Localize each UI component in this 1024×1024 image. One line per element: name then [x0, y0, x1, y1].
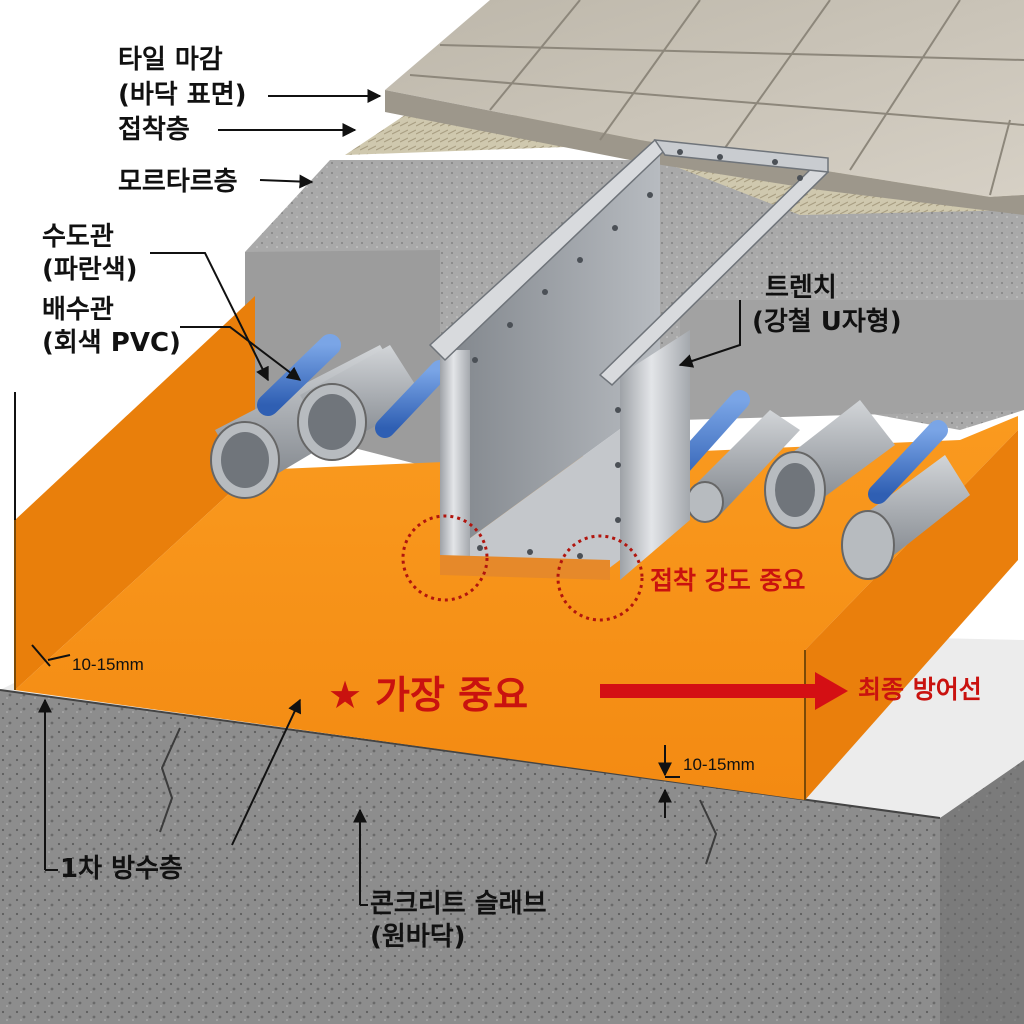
label-drain-pipe: 배수관	[42, 295, 114, 325]
label-mortar: 모르타르층	[118, 167, 238, 197]
pipes-right	[653, 390, 970, 580]
final-defense-arrow	[600, 672, 848, 710]
label-dim-bottom: 10-15mm	[683, 755, 755, 774]
label-primary-waterproof: 1차 방수층	[60, 854, 183, 884]
label-trench-type: (강철 U자형)	[752, 307, 902, 337]
waterproof-membrane	[14, 296, 1018, 800]
label-drain-pipe-material: (회색 PVC)	[42, 328, 181, 358]
label-adhesion-important: 접착 강도 중요	[650, 566, 805, 595]
label-concrete-slab: 콘크리트 슬래브	[370, 889, 547, 919]
adhesion-focus-circles	[401, 514, 644, 622]
pipes-left	[210, 334, 450, 499]
drain-pipe	[686, 410, 800, 523]
star-icon: ★	[328, 673, 362, 717]
drain-pipe	[764, 400, 895, 529]
drain-pipe	[841, 455, 970, 580]
label-tile-surface: (바닥 표면)	[118, 80, 247, 110]
label-water-pipe: 수도관	[42, 222, 114, 252]
label-most-important: 가장 중요	[375, 673, 528, 717]
drain-pipe	[297, 345, 425, 461]
label-original-floor: (원바닥)	[370, 922, 466, 952]
label-dim-left: 10-15mm	[72, 655, 144, 674]
label-tile-finish: 타일 마감	[118, 45, 223, 75]
label-final-defense: 최종 방어선	[858, 675, 982, 704]
steel-trench	[428, 138, 830, 580]
label-trench: 트렌치	[765, 273, 837, 303]
leader-lines	[14, 89, 741, 905]
label-adhesive: 접착층	[118, 115, 190, 145]
label-water-pipe-color: (파란색)	[42, 255, 138, 285]
